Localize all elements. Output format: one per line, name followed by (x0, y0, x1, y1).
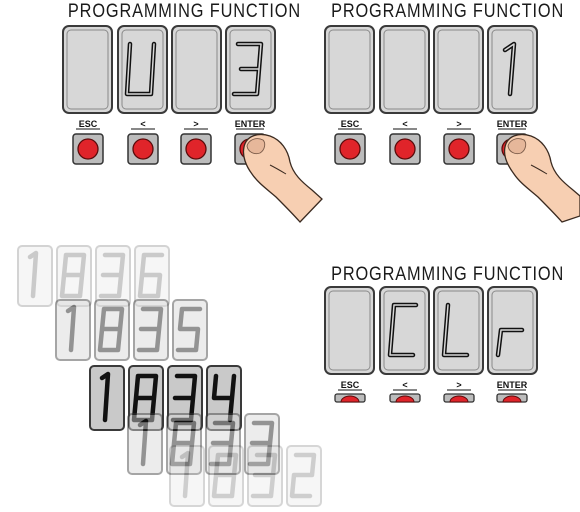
counter-1836-digit-4 (135, 246, 169, 306)
panel-1-title: PROGRAMMING FUNCTION (68, 0, 301, 21)
panel-3-right-button[interactable] (444, 394, 474, 402)
panel-2-right-button[interactable] (444, 134, 474, 164)
panel-1-left-label: < (140, 119, 145, 129)
panel-2-digit-3 (434, 26, 483, 113)
panel-3-right-label: > (456, 380, 461, 390)
counter-1836-digit-3 (96, 246, 130, 306)
panel-1-right-label: > (193, 119, 198, 129)
counter-row-1836 (18, 246, 169, 306)
counter-1836-digit-2 (57, 246, 91, 306)
counter-1832-digit-1 (170, 446, 204, 506)
counter-1835-digit-3 (134, 300, 168, 360)
panel-2: PROGRAMMING FUNCTION ESC (325, 0, 580, 222)
panel-3-buttons: ESC < > ENTER (335, 380, 528, 402)
panel-2-buttons: ESC < > ENTER (335, 119, 528, 164)
panel-2-esc-button[interactable] (335, 134, 365, 164)
panel-3: PROGRAMMING FUNCTION (325, 263, 564, 402)
panel-3-digit-2 (380, 287, 429, 374)
counter-stack (18, 246, 321, 506)
panel-2-pressing-finger-icon (505, 134, 580, 222)
panel-1-display (63, 26, 275, 113)
panel-3-esc-label: ESC (341, 380, 360, 390)
panel-3-esc-button[interactable] (335, 394, 365, 402)
counter-row-1835 (56, 300, 207, 360)
panel-1-digit-1 (63, 26, 112, 113)
counter-1835-digit-4 (173, 300, 207, 360)
counter-1832-digit-4 (287, 446, 321, 506)
panel-2-left-button[interactable] (390, 134, 420, 164)
panel-1: PROGRAMMING FUNCTION (63, 0, 322, 222)
panel-1-digit-2 (118, 26, 167, 113)
panel-1-pressing-finger-icon (243, 134, 322, 222)
panel-2-title: PROGRAMMING FUNCTION (331, 0, 564, 21)
panel-1-enter-label: ENTER (235, 119, 266, 129)
counter-1835-digit-1 (56, 300, 90, 360)
panel-2-esc-label: ESC (341, 119, 360, 129)
panel-3-title: PROGRAMMING FUNCTION (331, 263, 564, 284)
counter-1834-digit-1 (90, 366, 124, 430)
panel-1-left-button[interactable] (128, 134, 158, 164)
panel-2-display (325, 26, 537, 113)
panel-2-right-label: > (456, 119, 461, 129)
panel-3-left-label: < (402, 380, 407, 390)
panel-3-digit-4 (488, 287, 537, 374)
counter-1832-digit-2 (209, 446, 243, 506)
panel-2-digit-4 (488, 26, 537, 113)
panel-1-right-button[interactable] (181, 134, 211, 164)
panel-3-digit-1 (325, 287, 374, 374)
panel-1-digit-4 (226, 26, 275, 113)
panel-3-left-button[interactable] (390, 394, 420, 402)
panel-1-buttons: ESC < > ENTER (73, 119, 266, 164)
counter-1835-digit-2 (95, 300, 129, 360)
panel-1-digit-3 (172, 26, 221, 113)
panel-2-digit-2 (380, 26, 429, 113)
panel-3-digit-3 (434, 287, 483, 374)
panel-3-enter-button[interactable] (497, 394, 527, 402)
panel-2-digit-1 (325, 26, 374, 113)
panel-1-esc-label: ESC (79, 119, 98, 129)
panel-2-left-label: < (402, 119, 407, 129)
panel-3-display (325, 287, 537, 374)
panel-2-enter-label: ENTER (497, 119, 528, 129)
counter-1833-digit-1 (128, 414, 162, 474)
counter-1832-digit-3 (248, 446, 282, 506)
panel-1-esc-button[interactable] (73, 134, 103, 164)
counter-1836-digit-1 (18, 246, 52, 306)
panel-3-enter-label: ENTER (497, 380, 528, 390)
